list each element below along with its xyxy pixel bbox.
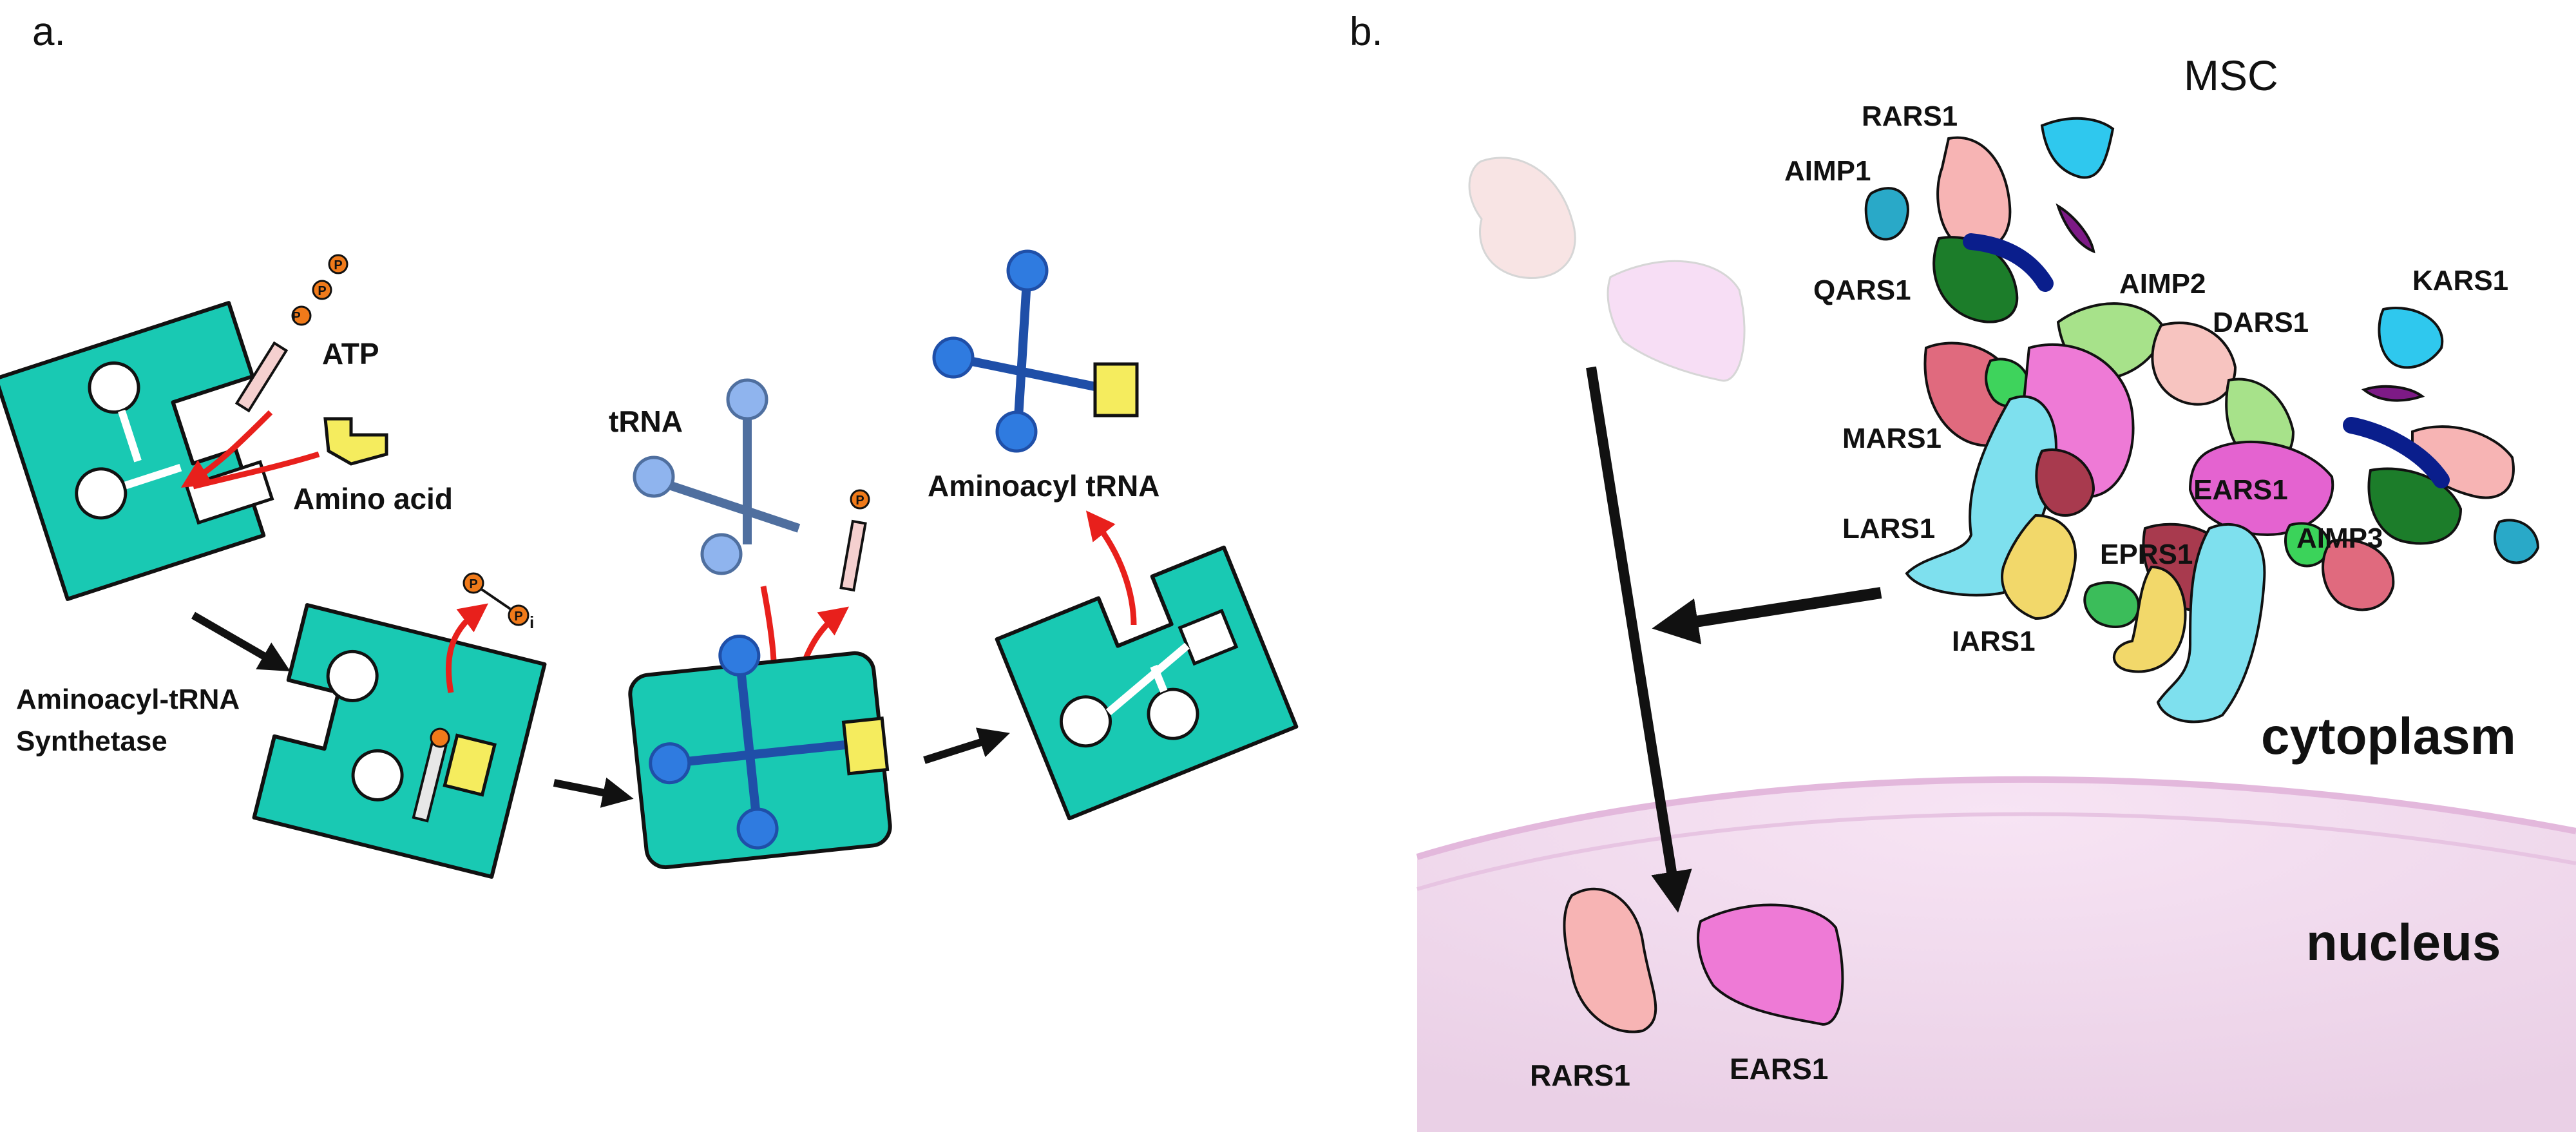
p-released: P — [855, 494, 864, 508]
nucleus-label: nucleus — [2306, 914, 2501, 971]
synthetase-label-2: Synthetase — [16, 725, 167, 757]
nuclear-membrane-inner — [1417, 812, 2576, 891]
enzyme-with-trna — [628, 634, 892, 870]
black-arrow-2 — [553, 777, 634, 808]
label-mars1: MARS1 — [1842, 423, 1942, 454]
aminoacyl-trna — [932, 249, 1139, 453]
protein-yellow-lower — [2112, 565, 2187, 673]
p-atp-3: P — [334, 258, 342, 273]
label-kars1: KARS1 — [2412, 265, 2508, 296]
faded-ears1 — [1607, 260, 1746, 382]
nuclear-rars1 — [1563, 887, 1657, 1033]
protein-eprs1-maroon — [2035, 448, 2095, 517]
p-atp-1: P — [292, 310, 300, 324]
label-lars1: LARS1 — [1842, 513, 1935, 544]
enzyme-with-atp — [252, 603, 547, 879]
faded-rars1 — [1468, 157, 1576, 279]
nuclear-ears1 — [1697, 903, 1844, 1026]
atp-molecule — [234, 254, 348, 413]
protein-kars1 — [2378, 307, 2444, 369]
protein-red-right — [2322, 539, 2395, 611]
red-arrow-release — [1085, 510, 1137, 626]
released-p — [850, 489, 870, 510]
atp-label: ATP — [322, 337, 379, 370]
protein-aimp3 — [2284, 522, 2331, 568]
pi-subscript: i — [530, 613, 534, 632]
msc-label: MSC — [2184, 52, 2278, 99]
amino-acid-label: Amino acid — [293, 482, 453, 515]
trna-label: tRNA — [609, 405, 683, 438]
red-arrow-pi — [445, 603, 488, 693]
p-atp-2: P — [318, 284, 326, 298]
pi-release: i — [463, 572, 534, 632]
protein-cyan-top — [2040, 117, 2115, 179]
label-dars1: DARS1 — [2213, 307, 2309, 338]
protein-purple-small — [2056, 203, 2095, 254]
protein-purple-right — [2361, 385, 2425, 402]
panel-a-letter: a. — [32, 10, 66, 54]
label-aimp2: AIMP2 — [2119, 268, 2206, 300]
label-rars1: RARS1 — [1862, 101, 1958, 132]
rod-qars1 — [1963, 233, 2054, 292]
panel-b-letter: b. — [1350, 10, 1383, 54]
trna-free — [633, 378, 801, 575]
panel-a: a. ATP Amino acid Aminoacyl-tRNA Synthet… — [0, 10, 1299, 879]
released-p-stick — [839, 519, 867, 592]
panel-b: b. MSC cytoplasm nucleus — [1350, 10, 2576, 1132]
label-aimp3: AIMP3 — [2296, 523, 2383, 554]
black-arrow-1 — [191, 611, 291, 671]
phosphate-letters: P P P P P P — [292, 258, 864, 624]
protein-rars1 — [1936, 136, 2012, 251]
label-aimp1: AIMP1 — [1784, 155, 1871, 187]
label-iars1: IARS1 — [1952, 626, 2036, 657]
protein-green-oval — [2083, 581, 2141, 628]
rod-right — [2343, 417, 2450, 488]
p-pi-1: P — [469, 577, 477, 591]
protein-aimp1 — [1864, 187, 1909, 241]
enzyme-free — [0, 301, 274, 601]
protein-cyan-lower — [2156, 523, 2266, 724]
amino-acid-shape — [323, 417, 388, 466]
label-ears1: EARS1 — [2193, 474, 2288, 506]
aminoacyl-trna-label: Aminoacyl tRNA — [928, 469, 1159, 503]
red-arrow-atp — [180, 410, 273, 488]
red-arrow-aa — [192, 451, 320, 490]
black-arrow-3 — [923, 727, 1010, 764]
nucleus-region — [1417, 779, 2576, 1132]
protein-teal-right — [2494, 519, 2540, 564]
synthetase-label-1: Aminoacyl-tRNA — [16, 684, 240, 715]
arrow-to-nucleus — [1586, 366, 1692, 913]
nuclear-label-rars1: RARS1 — [1530, 1059, 1630, 1092]
nuclear-label-ears1: EARS1 — [1730, 1052, 1828, 1086]
protein-iars1-yellow — [2001, 513, 2077, 620]
p-pi-2: P — [514, 609, 522, 624]
nuclear-membrane-outer — [1416, 776, 2576, 860]
enzyme-empty — [995, 545, 1299, 821]
arrow-release-from-msc — [1652, 587, 1882, 645]
label-eprs1: EPRS1 — [2100, 539, 2193, 570]
cytoplasm-label: cytoplasm — [2261, 707, 2516, 765]
protein-dars1 — [2151, 321, 2237, 406]
msc-complex — [1864, 117, 2540, 724]
label-qars1: QARS1 — [1813, 274, 1911, 306]
